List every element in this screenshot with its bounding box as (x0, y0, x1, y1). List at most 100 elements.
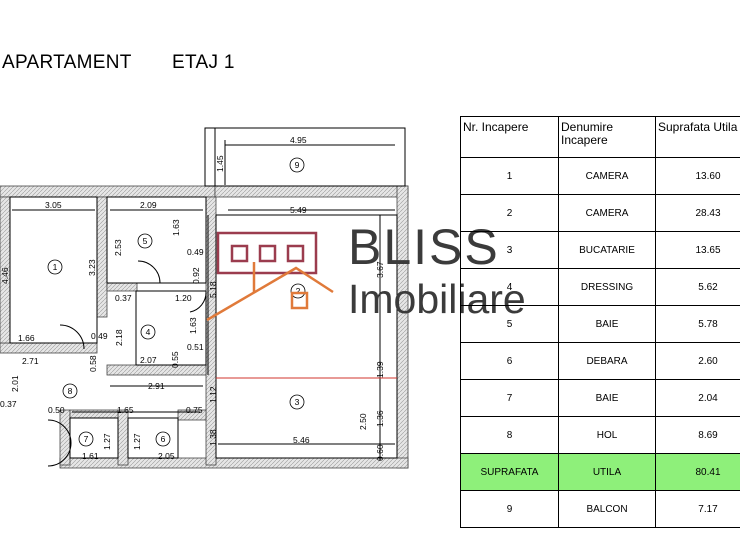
room-number: 7 (84, 434, 89, 444)
dimension-label: 3.67 (375, 261, 385, 278)
room-number: 4 (146, 327, 151, 337)
cell-name: BAIE (558, 379, 656, 417)
dimension-label: 1.63 (188, 317, 198, 334)
cell-nr: 7 (460, 379, 559, 417)
dimension-label: 1.39 (375, 361, 385, 378)
dimension-label: 3.05 (45, 200, 62, 210)
dimension-label: 2.01 (10, 375, 20, 392)
cell-area: 7.17 (655, 490, 740, 528)
cell-name: BUCATARIE (558, 231, 656, 269)
room-number: 6 (161, 434, 166, 444)
cell-nr: 9 (460, 490, 559, 528)
dimension-label: 0.58 (88, 355, 98, 372)
dimension-label: 2.07 (140, 355, 157, 365)
dimension-label: 0.37 (0, 399, 17, 409)
dimension-label: 4.46 (0, 267, 10, 284)
dimension-label: 2.05 (158, 451, 175, 461)
room-markers (47, 157, 306, 447)
dimension-label: 0.51 (187, 342, 204, 352)
dimension-label: 0.49 (187, 247, 204, 257)
dimension-label: 4.95 (290, 135, 307, 145)
cell-nr: 6 (460, 342, 559, 380)
room-number: 9 (295, 160, 300, 170)
cell-area: 2.04 (655, 379, 740, 417)
dimension-label: 5.46 (293, 435, 310, 445)
cell-nr: 8 (460, 416, 559, 454)
dimension-label: 0.60 (375, 444, 385, 461)
header-room-area: Suprafata Utila mp (655, 116, 740, 158)
cell-area: 80.41 (655, 453, 740, 491)
cell-name: CAMERA (558, 194, 656, 232)
dimension-label: 1.45 (215, 155, 225, 172)
dimension-label: 1.36 (375, 410, 385, 427)
dimension-label: 2.91 (148, 381, 165, 391)
dimension-label: 0.50 (48, 405, 65, 415)
cell-nr: 2 (460, 194, 559, 232)
cell-name: UTILA (558, 453, 656, 491)
table-header-row: Nr. Incapere Denumire Incapere Suprafata… (460, 116, 740, 158)
dimension-label: 1.61 (82, 451, 99, 461)
dimension-label: 0.49 (91, 331, 108, 341)
cell-name: DEBARA (558, 342, 656, 380)
dimension-label: 3.23 (87, 259, 97, 276)
page-title: APARTAMENT (2, 52, 132, 73)
dimension-label: 2.18 (114, 329, 124, 346)
cell-name: BALCON (558, 490, 656, 528)
floor-label: ETAJ 1 (172, 52, 235, 73)
dimension-label: 1.38 (208, 429, 218, 446)
cell-nr: 3 (460, 231, 559, 269)
dimension-label: 2.71 (22, 356, 39, 366)
room-numbers: 1 2 3 4 5 6 7 8 9 (53, 160, 301, 444)
cell-area: 28.43 (655, 194, 740, 232)
plan-lines (9, 127, 406, 467)
dimension-label: 2.09 (140, 200, 157, 210)
cell-nr: 5 (460, 305, 559, 343)
cell-area: 5.62 (655, 268, 740, 306)
dimension-label: 1.12 (208, 386, 218, 403)
room-number: 8 (68, 386, 73, 396)
room-number: 5 (143, 236, 148, 246)
room-number: 2 (296, 286, 301, 296)
dimension-label: 1.27 (102, 433, 112, 450)
cell-nr: SUPRAFATA (460, 453, 559, 491)
cell-nr: 1 (460, 157, 559, 195)
cell-area: 13.60 (655, 157, 740, 195)
header-room-name: Denumire Incapere (558, 116, 656, 158)
dimension-label: 2.53 (113, 239, 123, 256)
room-number: 3 (295, 397, 300, 407)
dimension-label: 5.18 (208, 281, 218, 298)
dimension-label: 0.37 (115, 293, 132, 303)
dimension-labels: 4.95 1.45 3.05 4.46 3.23 1.66 2.09 2.53 … (0, 135, 385, 461)
dimension-label: 2.50 (358, 413, 368, 430)
dimension-label: 1.27 (132, 433, 142, 450)
cell-name: HOL (558, 416, 656, 454)
dimension-label: 1.65 (117, 405, 134, 415)
cell-nr: 4 (460, 268, 559, 306)
dimension-label: 1.63 (171, 219, 181, 236)
cell-name: DRESSING (558, 268, 656, 306)
cell-area: 8.69 (655, 416, 740, 454)
dimension-label: 1.20 (175, 293, 192, 303)
walls (0, 185, 409, 469)
dimension-label: 5.49 (290, 205, 307, 215)
room-area-table: Nr. Incapere Denumire Incapere Suprafata… (460, 116, 740, 528)
logo-house-icon (206, 231, 334, 322)
dimension-label: 0.55 (170, 351, 180, 368)
cell-area: 13.65 (655, 231, 740, 269)
dimension-label: 1.66 (18, 333, 35, 343)
cell-area: 5.78 (655, 305, 740, 343)
room-number: 1 (53, 262, 58, 272)
cell-name: CAMERA (558, 157, 656, 195)
